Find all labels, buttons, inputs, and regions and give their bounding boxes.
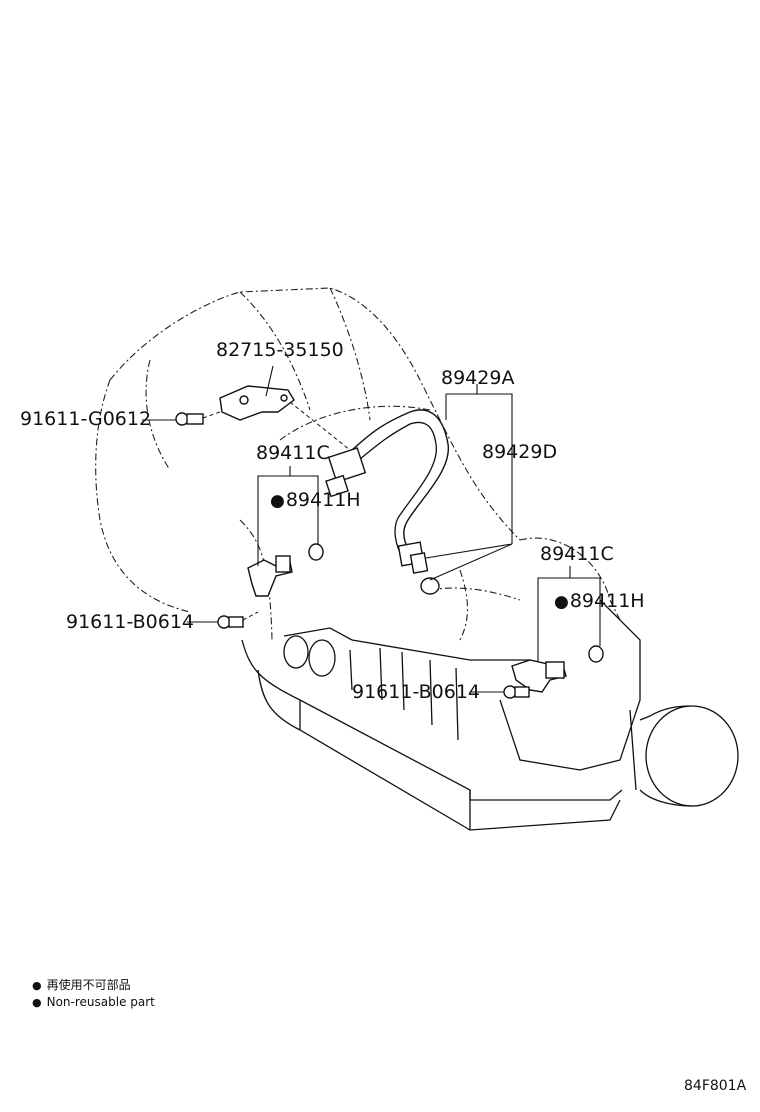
callout-89411h-left[interactable]: 89411H bbox=[270, 491, 361, 510]
callout-91611-g0612[interactable]: 91611-G0612 bbox=[20, 408, 152, 430]
legend-jp: ● 再使用不可部品 bbox=[32, 976, 131, 992]
transmission-housing-outline bbox=[95, 287, 621, 641]
bolt-right-part bbox=[503, 685, 530, 699]
transmission-case-body bbox=[241, 599, 641, 831]
figure-code: 84F801A bbox=[684, 1078, 747, 1094]
callout-89429a[interactable]: 89429A bbox=[441, 367, 515, 389]
bolt-upper-left-part bbox=[175, 411, 221, 426]
callout-89411h-right[interactable]: 89411H bbox=[554, 592, 645, 611]
callout-82715-35150[interactable]: 82715-35150 bbox=[216, 339, 344, 361]
legend-text-en: Non-reusable part bbox=[46, 995, 155, 1009]
callout-89411c-right[interactable]: 89411C bbox=[540, 543, 614, 565]
output-flange bbox=[629, 705, 739, 807]
cable-bracket-part bbox=[219, 385, 351, 451]
legend-marker-en: ● bbox=[32, 996, 42, 1009]
leader-lines bbox=[142, 365, 601, 693]
right-speed-sensor-part bbox=[511, 645, 604, 693]
callout-89411c-left[interactable]: 89411C bbox=[256, 442, 330, 464]
legend-en: ● Non-reusable part bbox=[32, 993, 155, 1009]
callout-91611-b0614-left[interactable]: 91611-B0614 bbox=[66, 611, 195, 633]
bolt-left-part bbox=[217, 611, 259, 629]
left-speed-sensor-part bbox=[247, 543, 324, 597]
callout-89429d[interactable]: 89429D bbox=[482, 441, 558, 463]
legend-marker-jp: ● bbox=[32, 979, 42, 992]
callout-91611-b0614-right[interactable]: 91611-B0614 bbox=[352, 681, 481, 703]
harness-oring-part bbox=[420, 577, 440, 595]
legend-text-jp: 再使用不可部品 bbox=[46, 978, 131, 992]
